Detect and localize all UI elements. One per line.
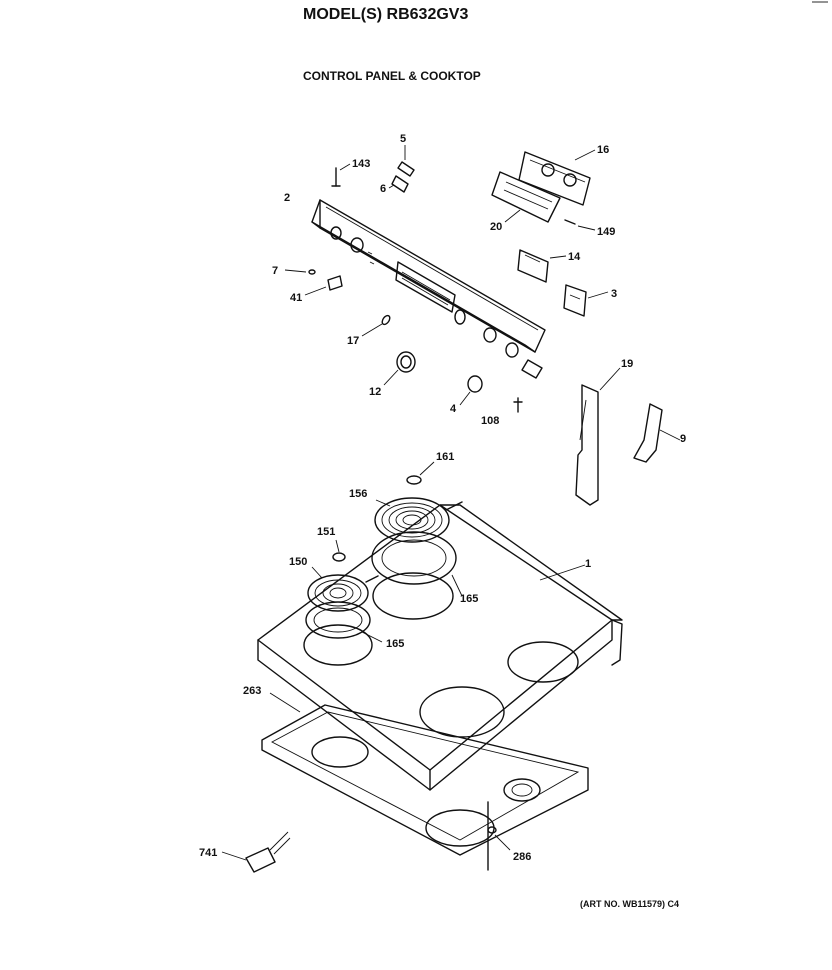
part-6	[388, 175, 409, 193]
model-title: MODEL(S) RB632GV3	[303, 6, 468, 23]
burner-150	[307, 566, 379, 612]
clip-7	[284, 269, 316, 275]
bracket-9	[633, 403, 681, 463]
callout-20: 20	[490, 221, 502, 233]
section-title: CONTROL PANEL & COOKTOP	[303, 69, 481, 83]
knob-4	[459, 375, 483, 406]
drip-pan-165-small	[305, 601, 383, 643]
art-number: (ART NO. WB11579) C4	[580, 899, 679, 909]
screw-143	[331, 163, 351, 187]
callout-741: 741	[199, 847, 217, 859]
callout-6: 6	[380, 183, 386, 195]
callout-19: 19	[621, 358, 633, 370]
callout-150: 150	[289, 556, 307, 568]
callout-41: 41	[290, 292, 302, 304]
callout-5: 5	[400, 133, 406, 145]
drip-pan-165-large	[371, 531, 463, 597]
callout-161: 161	[436, 451, 454, 463]
callout-2: 2	[284, 192, 290, 204]
cooktop	[257, 504, 623, 791]
callout-12: 12	[369, 386, 381, 398]
bracket-19	[575, 367, 621, 506]
relay-14	[517, 249, 567, 283]
callout-149: 149	[597, 226, 615, 238]
callout-4: 4	[450, 403, 457, 415]
part-41	[304, 275, 343, 296]
part-5	[397, 145, 415, 177]
callout-263: 263	[243, 685, 261, 697]
knob-12	[383, 351, 416, 386]
callout-3: 3	[611, 288, 617, 300]
screw-149	[564, 219, 596, 231]
callout-156: 156	[349, 488, 367, 500]
screw-108	[513, 397, 523, 413]
callout-16: 16	[597, 144, 609, 156]
callout-7: 7	[272, 265, 278, 277]
switch-block-16	[518, 149, 596, 206]
callout-151: 151	[317, 526, 335, 538]
wire-harness-741	[221, 831, 291, 873]
board-20	[491, 171, 561, 223]
control-panel-backsplash	[311, 199, 546, 379]
cap-151	[332, 539, 346, 562]
callout-165-lower: 165	[386, 638, 404, 650]
cap-161	[406, 461, 435, 485]
callout-9: 9	[680, 433, 686, 445]
callout-108: 108	[481, 415, 499, 427]
callout-286: 286	[513, 851, 531, 863]
callout-1: 1	[585, 558, 591, 570]
callout-14: 14	[568, 251, 581, 263]
burner-156	[374, 497, 463, 543]
callout-165-upper: 165	[460, 593, 478, 605]
callout-143: 143	[352, 158, 370, 170]
callout-17: 17	[347, 335, 359, 347]
screw-286	[487, 801, 511, 871]
part-17	[361, 314, 391, 337]
terminal-3	[563, 284, 609, 317]
burner-box-263	[261, 692, 589, 856]
